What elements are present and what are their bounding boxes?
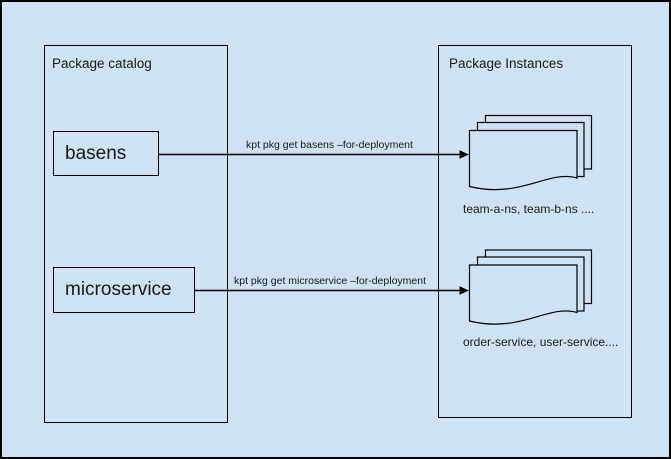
- stack-1-caption: team-a-ns, team-b-ns ....: [463, 202, 595, 216]
- arrow-microservice-head: [459, 286, 469, 295]
- basens-package-box: basens: [53, 131, 159, 176]
- arrow-basens: [159, 150, 469, 159]
- document-stack-2: [468, 249, 593, 325]
- arrow-microservice: [195, 286, 469, 295]
- basens-package-label: basens: [65, 142, 127, 164]
- document-front: [468, 264, 578, 325]
- microservice-package-label: microservice: [65, 279, 172, 300]
- package-catalog-title: Package catalog: [52, 56, 152, 71]
- package-instances-box: Package Instances: [438, 45, 632, 418]
- microservice-package-box: microservice: [53, 267, 195, 313]
- arrow-microservice-command-label: kpt pkg get microservice –for-deployment: [234, 275, 426, 287]
- document-front: [468, 129, 578, 191]
- arrow-basens-head: [459, 150, 469, 159]
- document-stack-1: [468, 114, 593, 191]
- package-instances-title: Package Instances: [449, 56, 564, 71]
- stack-2-caption: order-service, user-service....: [463, 335, 619, 349]
- package-catalog-box: Package catalog: [44, 45, 228, 423]
- arrow-basens-command-label: kpt pkg get basens –for-deployment: [246, 139, 413, 151]
